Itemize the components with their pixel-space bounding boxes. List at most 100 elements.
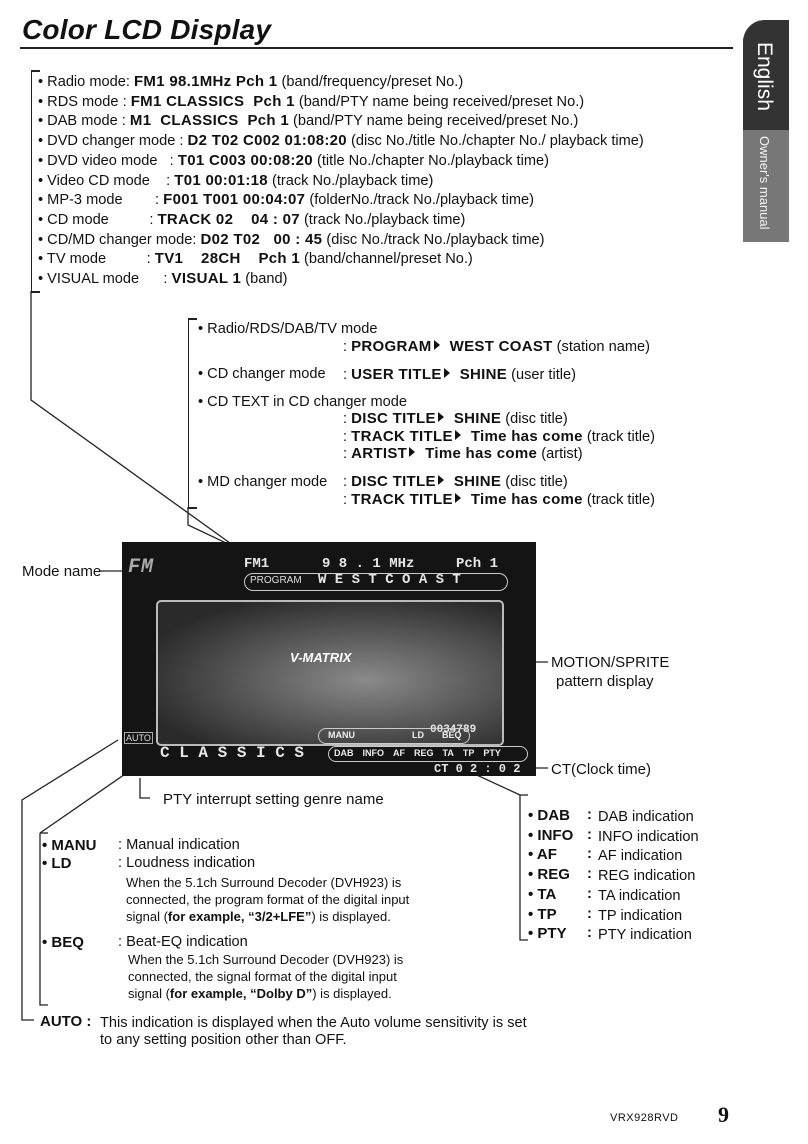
- md-disc-desc: (disc title): [501, 474, 568, 490]
- indicator-colon: :: [587, 846, 592, 863]
- lcd-ld: LD: [412, 730, 424, 740]
- program-pill: [244, 573, 508, 591]
- modes-bracket: [31, 70, 32, 292]
- lcd-indicator: AF: [393, 748, 405, 758]
- indicator-desc: INFO indication: [598, 828, 699, 845]
- md-track-val: Time has come: [470, 491, 583, 508]
- indicator-colon: :: [587, 905, 592, 922]
- beq-note-3b: for example, “Dolby D”: [169, 986, 313, 1001]
- mode-lcd-text: F001 T001 00:04:07: [163, 191, 306, 209]
- md-disc-val: SHINE: [453, 473, 502, 490]
- mode-row: • VISUAL mode : VISUAL 1 (band): [38, 269, 287, 290]
- lcd-indicator: TA: [442, 748, 454, 758]
- arrow-right-icon: [454, 430, 461, 440]
- colon: :: [343, 367, 348, 383]
- mode-label: • Video CD mode :: [38, 172, 175, 189]
- manu-key-text: • MANU: [42, 837, 97, 854]
- mode-name-label: Mode name: [22, 563, 102, 580]
- mode-row: • DVD changer mode : D2 T02 C002 01:08:2…: [38, 131, 644, 152]
- indicator-colon: :: [587, 925, 592, 942]
- model-number: VRX928RVD: [610, 1112, 679, 1124]
- lcd-station-name: W E S T C O A S T: [318, 572, 461, 588]
- beq-note-2: connected, the signal format of the digi…: [128, 969, 397, 984]
- language-side-tab: English Owner's manual: [743, 20, 789, 242]
- ld-key-text: • LD: [42, 855, 72, 872]
- cd-changer-label: • CD changer mode: [198, 366, 326, 382]
- colon: :: [343, 411, 348, 427]
- ld-desc: : Loudness indication: [118, 855, 256, 871]
- station-desc: (station name): [552, 339, 650, 355]
- ld-note-3b: for example, “3/2+LFE”: [167, 909, 312, 924]
- disc-title-desc: (disc title): [501, 411, 568, 427]
- lcd-clock: CT 0 2 : 0 2: [434, 762, 521, 776]
- manu-pill: [318, 728, 470, 744]
- ld-note-2: connected, the program format of the dig…: [126, 892, 410, 907]
- language-box: [743, 20, 789, 130]
- indicator-desc: TP indication: [598, 907, 683, 924]
- lcd-manu: MANU: [328, 730, 355, 740]
- mode-label: • CD/MD changer mode:: [38, 231, 201, 248]
- cd-text-track-line: : TRACK TITLE Time has come (track title…: [343, 427, 655, 448]
- manu-key: • MANU: [42, 836, 96, 856]
- mode-label: • CD mode :: [38, 211, 158, 228]
- beq-note-3c: ) is displayed.: [312, 986, 392, 1001]
- colon: :: [343, 474, 348, 490]
- titles-bracket: [188, 318, 189, 508]
- lcd-indicator: INFO: [362, 748, 385, 758]
- mode-label: • DVD changer mode :: [38, 133, 188, 150]
- indicator-colon: :: [587, 885, 592, 902]
- arrow-right-icon: [437, 412, 444, 422]
- lcd-indicator: TP: [462, 748, 475, 758]
- mode-name-glyph: FM: [128, 556, 155, 579]
- mode-desc: (disc No./title No./chapter No./ playbac…: [346, 133, 644, 150]
- lcd-indicator: DAB: [334, 748, 354, 758]
- mode-row: • MP-3 mode : F001 T001 00:04:07 (folder…: [38, 190, 534, 211]
- beq-note-3a: signal (: [128, 986, 170, 1001]
- radio-title-line: : PROGRAM WEST COAST (station name): [343, 337, 650, 358]
- mode-row: • CD mode : TRACK 02 04 : 07 (track No./…: [38, 210, 465, 231]
- indicator-colon: :: [587, 826, 592, 843]
- mode-desc: (band/PTY name being received/preset No.…: [294, 93, 585, 110]
- arrow-right-icon: [454, 493, 461, 503]
- motion-label: MOTION/SPRITE: [551, 654, 670, 671]
- colon: :: [343, 492, 348, 508]
- mode-row: • DAB mode : M1 CLASSICS Pch 1 (band/PTY…: [38, 111, 578, 132]
- beq-note-1: When the 5.1ch Surround Decoder (DVH923)…: [128, 952, 404, 967]
- mode-label: • VISUAL mode :: [38, 271, 172, 287]
- ld-note-3c: ) is displayed.: [311, 909, 391, 924]
- beq-key-text: • BEQ: [42, 934, 84, 951]
- indicator-desc: AF indication: [598, 848, 683, 865]
- mode-row: • Video CD mode : T01 00:01:18 (track No…: [38, 171, 433, 192]
- colon: :: [343, 339, 348, 355]
- indicator-key: • TP: [528, 905, 557, 923]
- manual-label: Owner's manual: [757, 136, 772, 230]
- arrow-right-icon: [433, 340, 440, 350]
- mode-desc: (track No./playback time): [267, 172, 434, 189]
- mode-lcd-text: D2 T02 C002 01:08:20: [187, 132, 347, 150]
- mode-lcd-text: TV1 28CH Pch 1: [154, 250, 300, 268]
- mode-label: • RDS mode :: [38, 93, 131, 110]
- lcd-frequency: 9 8 . 1 MHz: [322, 556, 415, 572]
- indicator-key: • DAB: [528, 807, 570, 824]
- mode-desc: (band/channel/preset No.): [299, 251, 473, 268]
- titles-bracket-top: [188, 318, 197, 320]
- mode-label: • MP-3 mode :: [38, 192, 164, 209]
- mode-lcd-text: T01 C003 00:08:20: [177, 151, 313, 169]
- lcd-preset: Pch 1: [456, 556, 499, 572]
- disc-title-val: SHINE: [453, 410, 502, 427]
- ld-note-3a: signal (: [126, 909, 168, 924]
- indicator-colon: :: [587, 866, 592, 883]
- md-disc-line: : DISC TITLE SHINE (disc title): [343, 472, 568, 493]
- indicator-desc: TA indication: [598, 887, 681, 904]
- auto-desc-1: This indication is displayed when the Au…: [100, 1015, 527, 1031]
- mode-lcd-text: FM1 98.1MHz Pch 1: [133, 73, 278, 90]
- beq-desc: : Beat-EQ indication: [118, 934, 248, 950]
- md-changer-label: • MD changer mode: [198, 474, 328, 490]
- ld-key: • LD: [42, 854, 71, 874]
- mode-label: • DVD video mode :: [38, 152, 178, 169]
- indicator-pill: [328, 746, 528, 762]
- auto-key-text: AUTO :: [40, 1013, 92, 1030]
- lcd-indicator: REG: [414, 748, 434, 758]
- motion-label-2: pattern display: [556, 673, 654, 690]
